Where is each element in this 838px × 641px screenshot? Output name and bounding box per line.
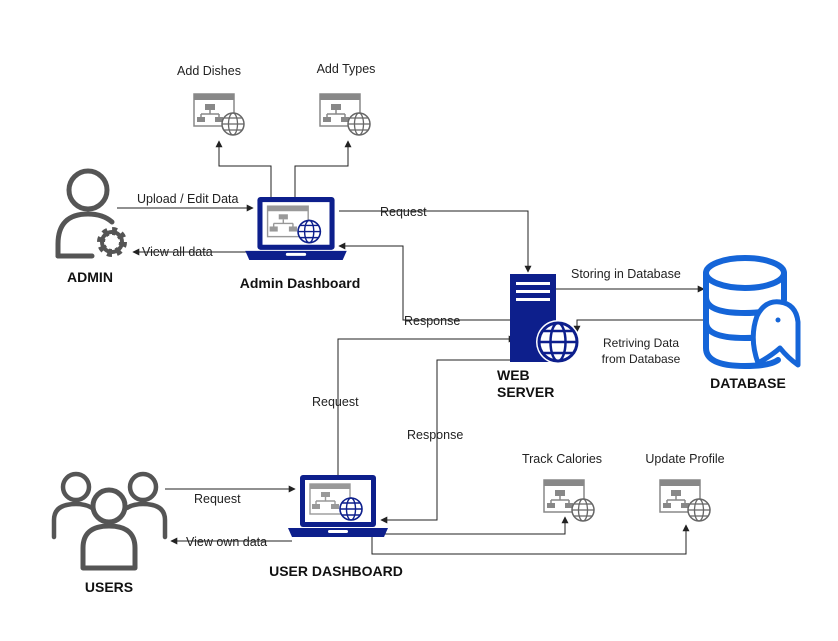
track-calories-icon: [543, 479, 595, 522]
edge-admin-request: [339, 210, 532, 273]
update-profile-label: Update Profile: [645, 452, 724, 466]
user-response-label: Response: [407, 428, 463, 442]
edge-to-update-profile: [371, 524, 690, 555]
users-label: USERS: [85, 579, 133, 595]
add-dishes-icon: [193, 93, 245, 136]
edge-admin-response: [338, 242, 512, 321]
gear-icon: [97, 227, 127, 257]
admin-response-label: Response: [404, 314, 460, 328]
user-request-up-label: Request: [312, 395, 359, 409]
users-group-icon: [51, 471, 168, 571]
upload-edit-label: Upload / Edit Data: [137, 192, 238, 206]
server-globe-icon: [510, 274, 580, 364]
edge-admin-to-add-dishes: [215, 140, 272, 197]
database-icon: [703, 255, 801, 370]
edge-user-request-up: [337, 335, 516, 477]
user-dashboard-label: USER DASHBOARD: [269, 563, 403, 579]
admin-dashboard-label: Admin Dashboard: [240, 275, 361, 291]
user-laptop-icon: [288, 474, 388, 538]
storing-label: Storing in Database: [571, 267, 681, 281]
retrieving-label-line2: from Database: [602, 352, 681, 366]
database-label: DATABASE: [710, 375, 786, 391]
edges: [117, 140, 709, 555]
edge-retrieving: [573, 319, 709, 333]
add-dishes-label: Add Dishes: [177, 64, 241, 78]
admin-request-label: Request: [380, 205, 427, 219]
edge-to-track-calories: [372, 516, 569, 535]
track-calories-label: Track Calories: [522, 452, 602, 466]
retrieving-label-line1: Retriving Data: [603, 336, 679, 350]
add-types-icon: [319, 93, 371, 136]
add-types-label: Add Types: [317, 62, 376, 76]
admin-icon: [55, 168, 127, 259]
view-all-label: View all data: [142, 245, 213, 259]
admin-label: ADMIN: [67, 269, 113, 285]
admin-laptop-icon: [245, 196, 347, 261]
view-own-label: View own data: [186, 535, 267, 549]
user-request-label: Request: [194, 492, 241, 506]
edge-user-response: [380, 359, 515, 524]
web-server-label-line2: SERVER: [497, 384, 554, 400]
edge-admin-to-add-types: [294, 140, 352, 197]
update-profile-icon: [659, 479, 711, 522]
labels: Add Dishes Add Types Upload / Edit Data …: [67, 62, 786, 595]
web-server-label-line1: WEB: [497, 367, 530, 383]
